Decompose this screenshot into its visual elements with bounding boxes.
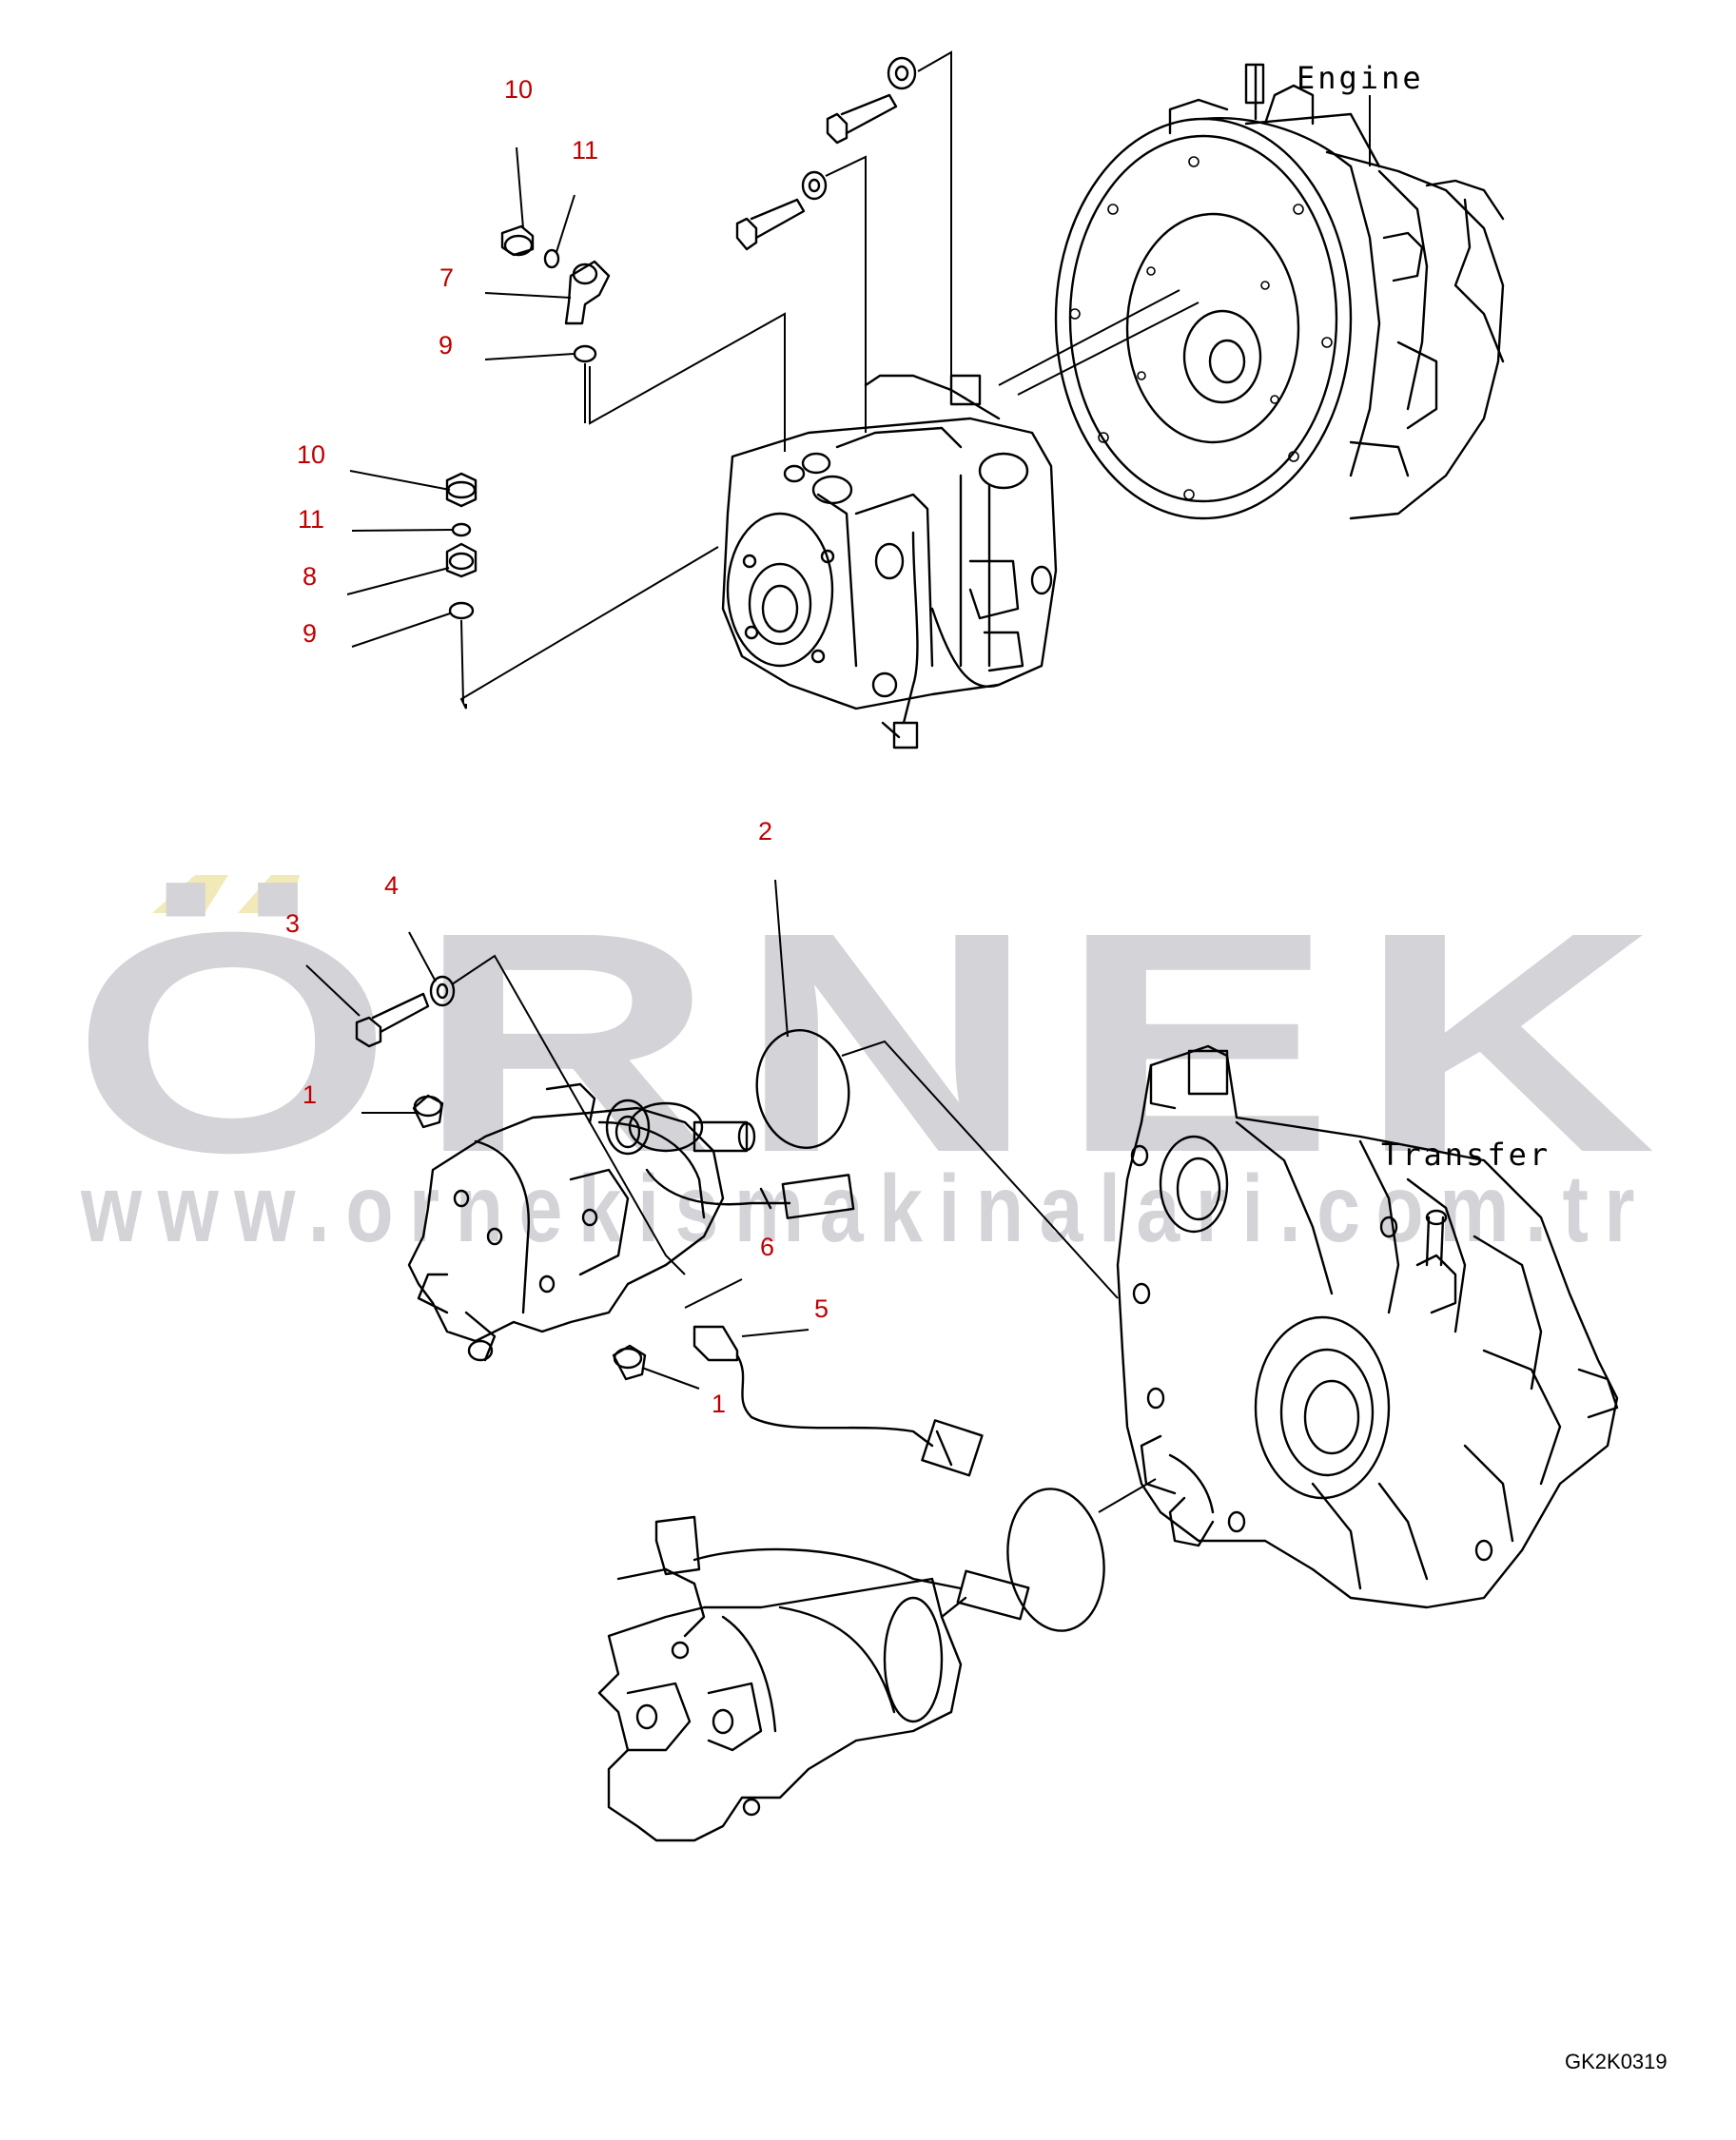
- motor-leaders: [305, 931, 700, 1390]
- upper-fittings: [500, 224, 611, 363]
- transfer-leaders: [774, 879, 1157, 1513]
- o-ring-2: [755, 1029, 850, 1149]
- o-ring-lower: [1006, 1488, 1105, 1632]
- watermark-umlaut-right: [238, 875, 300, 913]
- pump-leader-lines: [459, 50, 1200, 710]
- lower-fittings-leaders: [346, 470, 464, 703]
- callout-upper-11: 11: [572, 136, 598, 165]
- callout-upper-7: 7: [439, 263, 454, 292]
- watermark-umlaut-left: [152, 875, 228, 913]
- transfer-drawing: [1116, 1044, 1619, 1609]
- upper-fittings-leaders: [484, 146, 586, 423]
- figure-code: GK2K0319: [1565, 2050, 1668, 2073]
- watermark-url: www.ornekismakinalari.com.tr: [80, 1156, 1650, 1262]
- callout-6: 6: [760, 1233, 774, 1261]
- callout-lower-8: 8: [302, 562, 317, 591]
- motor-small-parts: [355, 975, 647, 1381]
- transfer-label: Transfer: [1381, 1137, 1551, 1173]
- lower-fittings: [445, 472, 478, 620]
- second-motor-drawing: [597, 1515, 1030, 1842]
- watermark: ÖRNEK www.ornekismakinalari.com.tr: [71, 866, 1679, 1262]
- callout-numbers: 10 11 7 9 10 11 8 9 2 4 3 1 6 5 1: [285, 75, 829, 1418]
- main-pump-drawing: [721, 374, 1058, 749]
- motor-drawing: [407, 1082, 855, 1362]
- watermark-brand: ÖRNEK: [71, 866, 1679, 1217]
- callout-4: 4: [384, 871, 399, 900]
- callout-5: 5: [814, 1294, 829, 1323]
- callout-lower-10: 10: [297, 440, 325, 469]
- callout-upper-9: 9: [439, 331, 453, 360]
- callout-lower-11: 11: [298, 505, 324, 534]
- callout-lower-9: 9: [302, 619, 317, 648]
- callout-upper-10: 10: [504, 75, 533, 104]
- engine-label: Engine: [1297, 60, 1424, 96]
- pump-bolts: [735, 56, 917, 251]
- engine-drawing: [1054, 63, 1505, 520]
- callout-3: 3: [285, 909, 300, 938]
- callout-1-lower: 1: [712, 1390, 726, 1418]
- callout-2: 2: [758, 817, 772, 846]
- callout-1-upper: 1: [302, 1080, 317, 1109]
- sensor-5: [692, 1325, 984, 1477]
- sensor-leaders: [684, 1278, 809, 1337]
